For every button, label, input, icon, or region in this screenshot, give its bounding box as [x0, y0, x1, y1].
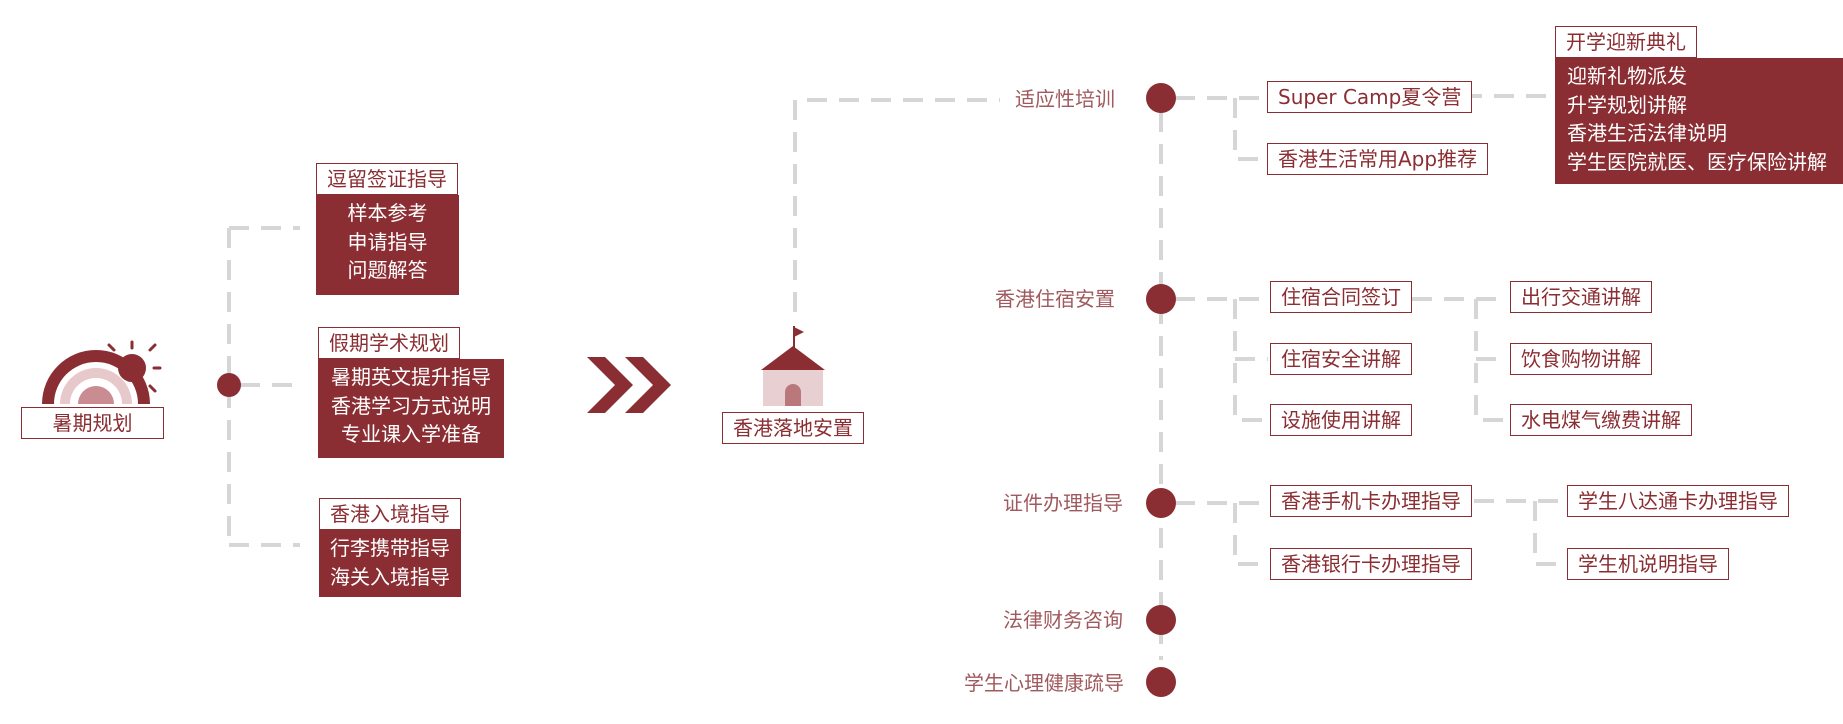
category-documents: 证件办理指导 — [1003, 491, 1123, 515]
hk-landing-title: 香港落地安置 — [722, 412, 864, 444]
app-recommend-box: 香港生活常用App推荐 — [1267, 143, 1489, 175]
category-dot — [1146, 488, 1176, 518]
opening-ceremony-list: 迎新礼物派发 升学规划讲解 香港生活法律说明 学生医院就医、医疗保险讲解 — [1555, 58, 1843, 184]
building-flag-icon — [761, 326, 825, 406]
double-chevron-right-icon — [587, 357, 671, 413]
housing-sub2-vert — [1474, 299, 1508, 422]
list-item: 样本参考 — [347, 201, 428, 225]
category-dot — [1146, 284, 1176, 314]
category-adaptation: 适应性培训 — [1015, 87, 1115, 111]
student-phone-box: 学生机说明指导 — [1567, 548, 1729, 580]
transport-box: 出行交通讲解 — [1510, 281, 1652, 313]
food-shopping-box: 饮食购物讲解 — [1510, 343, 1652, 375]
phone-card-box: 香港手机卡办理指导 — [1270, 485, 1472, 517]
super-camp-box: Super Camp夏令营 — [1267, 81, 1473, 113]
academic-plan-list: 暑期英文提升指导 香港学习方式说明 专业课入学准备 — [318, 359, 504, 458]
visa-guidance-header: 逗留签证指导 — [316, 163, 458, 195]
category-dot — [1146, 605, 1176, 635]
rainbow-sun-icon — [42, 340, 162, 404]
visa-guidance-list: 样本参考 申请指导 问题解答 — [316, 195, 459, 295]
docs-sub-vert — [1233, 503, 1268, 566]
housing-sub-vert — [1233, 299, 1268, 422]
list-item: 学生医院就医、医疗保险讲解 — [1567, 149, 1827, 174]
left-hub-dot — [217, 373, 241, 397]
category-dot — [1146, 667, 1176, 697]
octopus-card-box: 学生八达通卡办理指导 — [1567, 485, 1789, 517]
bank-card-box: 香港银行卡办理指导 — [1270, 548, 1472, 580]
list-item: 升学规划讲解 — [1567, 92, 1687, 117]
category-dot — [1146, 83, 1176, 113]
hk-entry-header: 香港入境指导 — [319, 498, 461, 530]
category-housing: 香港住宿安置 — [995, 287, 1115, 311]
list-item: 暑期英文提升指导 — [331, 365, 491, 389]
utilities-box: 水电煤气缴费讲解 — [1510, 404, 1692, 436]
list-item: 问题解答 — [347, 258, 428, 282]
list-item: 行李携带指导 — [330, 536, 450, 560]
housing-safety-box: 住宿安全讲解 — [1270, 343, 1412, 375]
category-mental-health: 学生心理健康疏导 — [964, 671, 1124, 695]
adapt-sub-vert — [1233, 98, 1265, 161]
category-legal-finance: 法律财务咨询 — [1003, 608, 1123, 632]
list-item: 迎新礼物派发 — [1567, 64, 1687, 88]
list-item: 申请指导 — [347, 229, 428, 254]
academic-plan-header: 假期学术规划 — [318, 327, 460, 359]
opening-ceremony-header: 开学迎新典礼 — [1555, 26, 1697, 58]
list-item: 香港学习方式说明 — [331, 393, 491, 418]
list-item: 专业课入学准备 — [341, 422, 481, 446]
docs-sub2-vert — [1533, 501, 1565, 566]
center-up-line — [793, 98, 1000, 312]
housing-contract-box: 住宿合同签订 — [1270, 281, 1412, 313]
summer-plan-title: 暑期规划 — [21, 407, 164, 439]
facility-usage-box: 设施使用讲解 — [1270, 404, 1412, 436]
list-item: 海关入境指导 — [330, 564, 450, 589]
list-item: 香港生活法律说明 — [1567, 121, 1727, 145]
hk-entry-list: 行李携带指导 海关入境指导 — [319, 530, 461, 597]
